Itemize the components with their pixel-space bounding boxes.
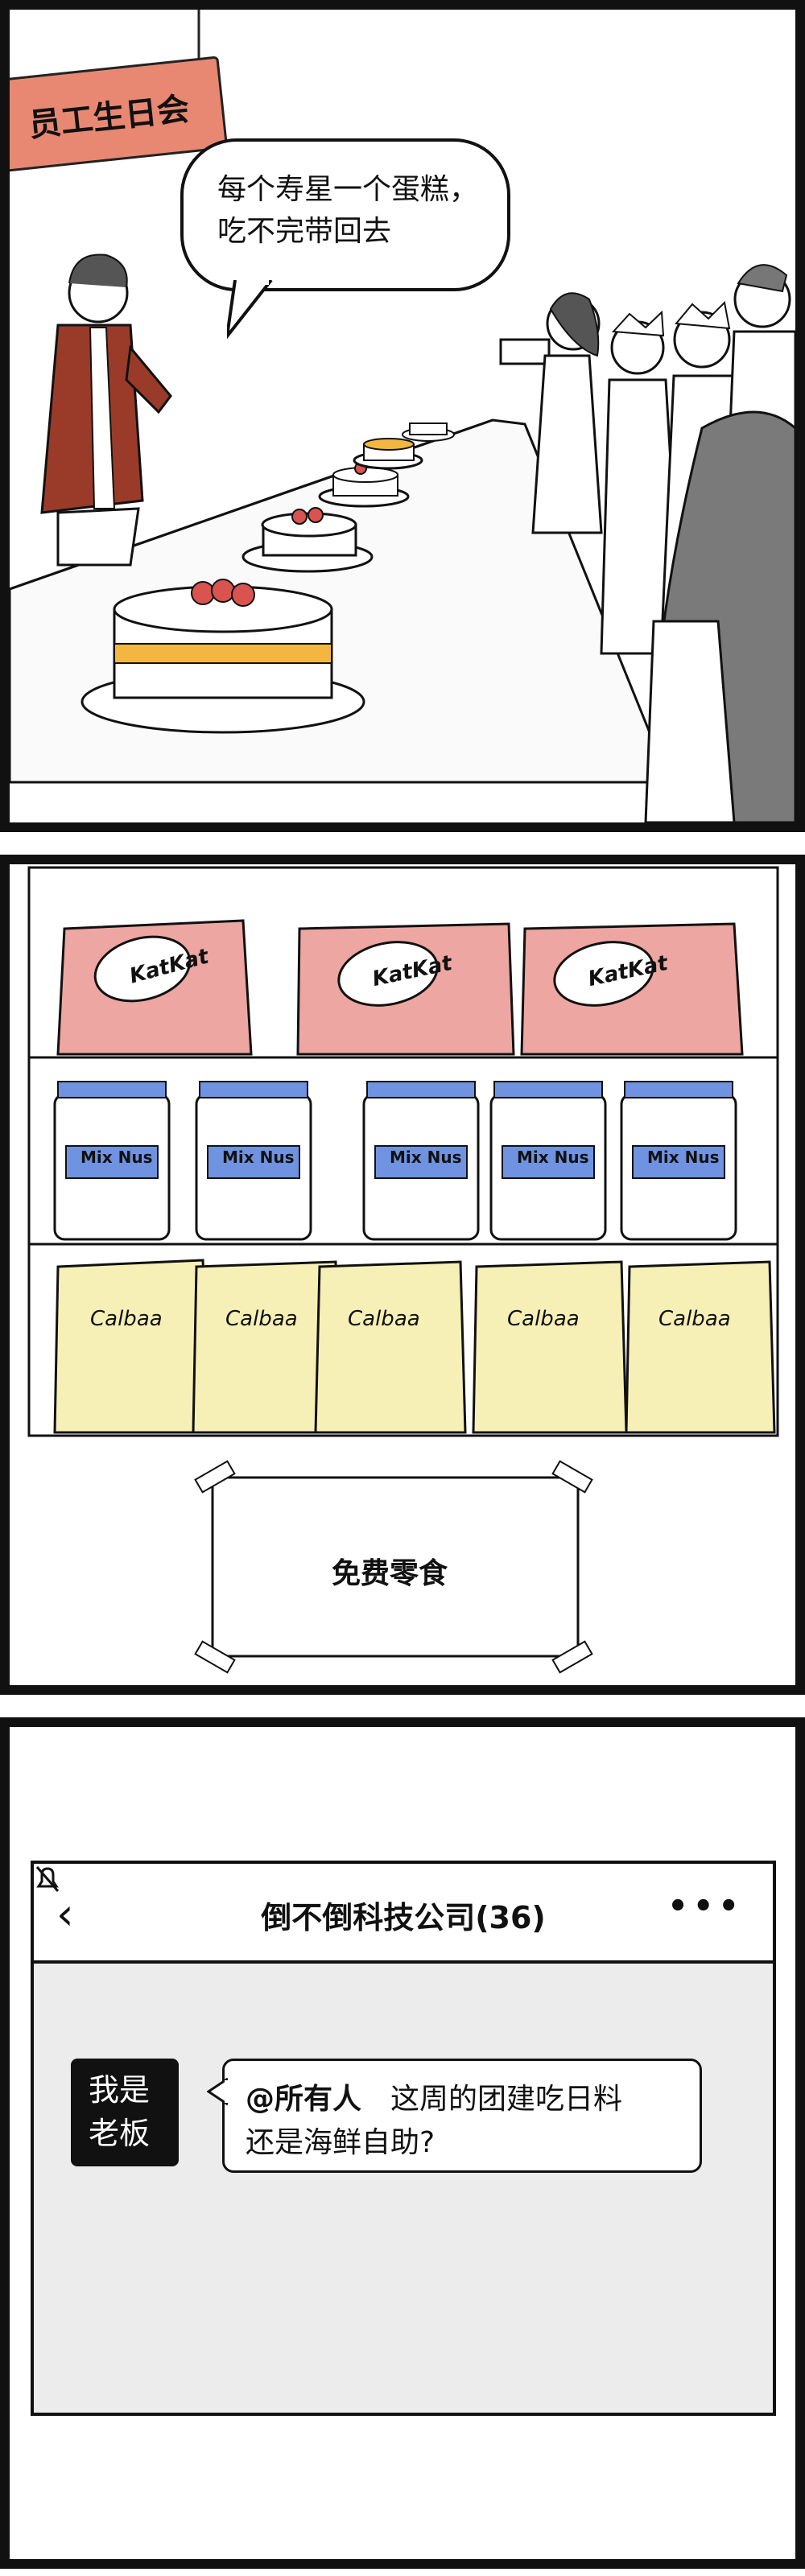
panel-snacks: KatKat KatKat KatKat Mix Nus Mix Nus Mix… bbox=[0, 855, 805, 1695]
mix-nuts-jars bbox=[53, 1081, 737, 1241]
chat-window: ‹ 倒不倒科技公司(36) ••• 我是老板 @所有人 这周的团建吃日料 还是海… bbox=[31, 1861, 776, 2416]
mix-nuts-label-3: Mix Nus bbox=[390, 1148, 462, 1167]
avatar-text: 我是老板 bbox=[89, 2072, 151, 2151]
chat-header: ‹ 倒不倒科技公司(36) ••• bbox=[34, 1864, 773, 1964]
mention-all[interactable]: @所有人 bbox=[246, 2083, 362, 2116]
birthday-scene-illustration bbox=[10, 10, 795, 822]
calbaa-bags bbox=[53, 1259, 776, 1434]
mix-nuts-label-4: Mix Nus bbox=[517, 1148, 589, 1167]
speech-bubble: 每个寿星一个蛋糕，吃不完带回去 bbox=[180, 138, 510, 291]
cake-small-2 bbox=[353, 438, 423, 470]
cake-small-3 bbox=[402, 422, 455, 442]
crowd-figures bbox=[499, 264, 795, 822]
chat-body: 我是老板 @所有人 这周的团建吃日料 还是海鲜自助? bbox=[34, 1964, 773, 2413]
calbaa-label-3: Calbaa bbox=[348, 1307, 420, 1331]
calbaa-label-5: Calbaa bbox=[658, 1307, 731, 1331]
calbaa-label-1: Calbaa bbox=[90, 1307, 163, 1331]
calbaa-label-4: Calbaa bbox=[507, 1307, 580, 1331]
calbaa-label-2: Calbaa bbox=[225, 1307, 298, 1331]
taped-note bbox=[194, 1460, 593, 1674]
panel-birthday: 员工生日会 每个寿星一个蛋糕，吃不完带回去 bbox=[0, 0, 805, 832]
cake-medium bbox=[242, 507, 374, 573]
message-line-2: 还是海鲜自助? bbox=[246, 2126, 436, 2159]
free-snacks-note-text: 免费零食 bbox=[332, 1557, 448, 1590]
mix-nuts-label-1: Mix Nus bbox=[80, 1148, 153, 1167]
chat-title: 倒不倒科技公司(36) bbox=[261, 1900, 546, 1935]
bubble-tail bbox=[207, 2077, 228, 2106]
avatar[interactable]: 我是老板 bbox=[71, 2059, 179, 2166]
mix-nuts-label-5: Mix Nus bbox=[647, 1148, 720, 1167]
cake-small-1 bbox=[318, 462, 410, 508]
mix-nuts-label-2: Mix Nus bbox=[222, 1148, 295, 1167]
katkat-bags bbox=[56, 919, 744, 1056]
man-figure bbox=[40, 253, 172, 567]
bell-mute-icon bbox=[35, 1866, 60, 1892]
chevron-left-icon[interactable]: ‹ bbox=[56, 1889, 74, 1939]
more-icon[interactable]: ••• bbox=[667, 1888, 744, 1925]
speech-text: 每个寿星一个蛋糕，吃不完带回去 bbox=[217, 173, 479, 248]
snack-shelf-illustration bbox=[27, 866, 779, 1674]
banner-text: 员工生日会 bbox=[27, 90, 192, 145]
speech-tail bbox=[227, 280, 273, 340]
panel-chat: ‹ 倒不倒科技公司(36) ••• 我是老板 @所有人 这周的团建吃日料 还是海… bbox=[0, 1717, 805, 2569]
message-line-1: 这周的团建吃日料 bbox=[390, 2083, 623, 2116]
message-bubble[interactable]: @所有人 这周的团建吃日料 还是海鲜自助? bbox=[207, 2059, 702, 2173]
cake-large bbox=[80, 579, 365, 734]
